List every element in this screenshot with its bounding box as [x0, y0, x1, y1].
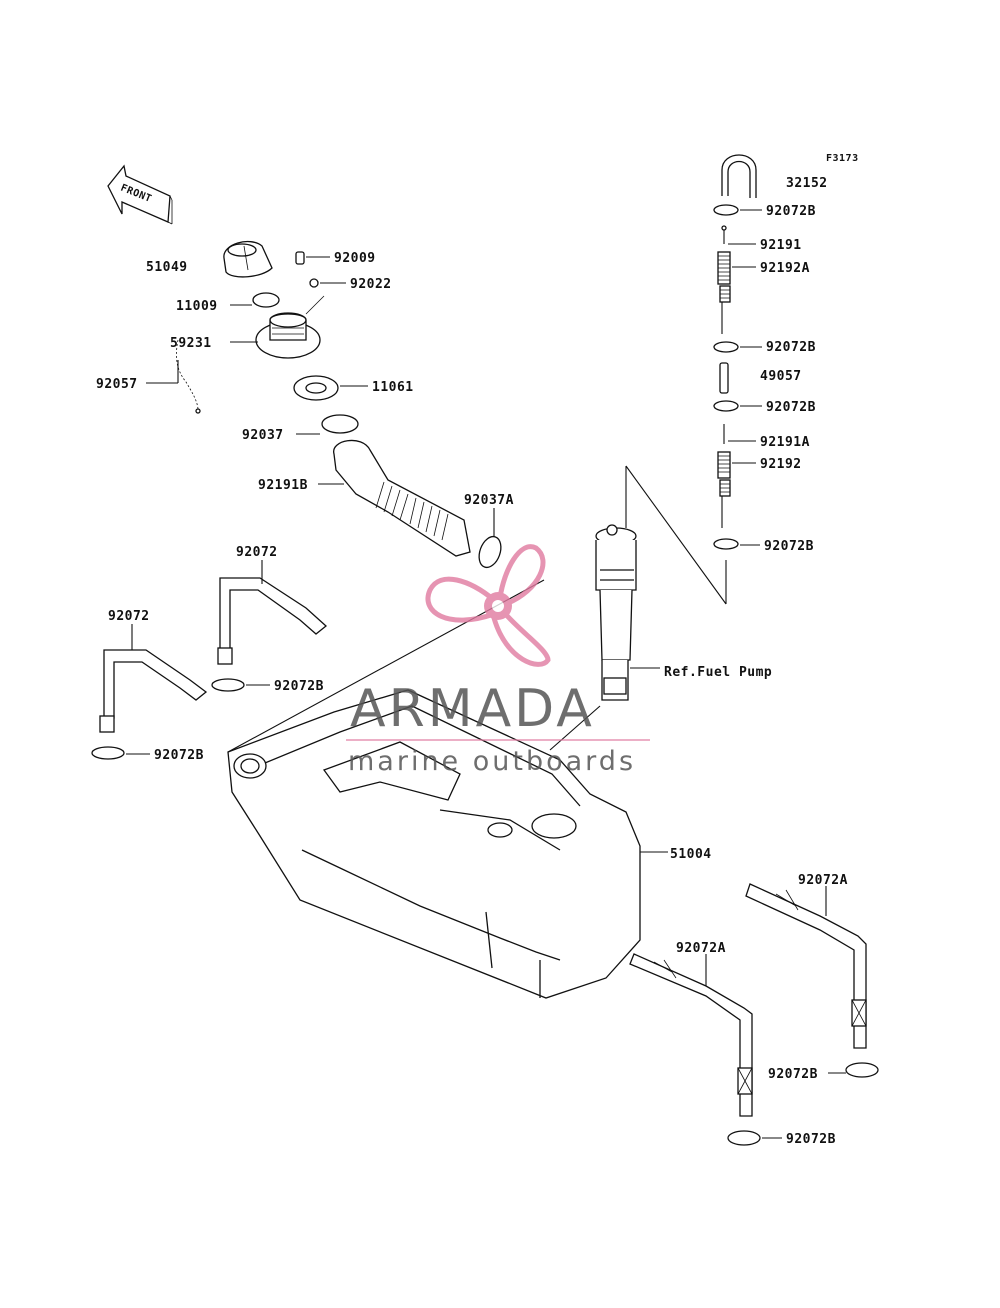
- part-label-92072b: 92072B: [766, 400, 816, 415]
- part-label-92192: 92192: [760, 457, 802, 472]
- left-straps: [91, 560, 328, 760]
- watermark-subtitle: marine outboards: [348, 746, 636, 777]
- part-label-59231: 59231: [170, 336, 212, 351]
- armada-watermark: ARMADA marine outboards: [346, 544, 650, 777]
- part-label-92191b: 92191B: [258, 478, 308, 493]
- part-label-92072b: 92072B: [766, 204, 816, 219]
- part-label-92072b: 92072B: [786, 1132, 836, 1147]
- armada-propeller-logo-icon: [425, 544, 551, 667]
- part-label-11009: 11009: [176, 299, 218, 314]
- part-labels: 32152 92072B 92191 92192A 92072B 49057 9…: [96, 176, 848, 1147]
- part-label-92072b: 92072B: [764, 539, 814, 554]
- fuel-tank: [227, 579, 668, 999]
- watermark-title: ARMADA: [350, 679, 595, 739]
- part-label-92191: 92191: [760, 238, 802, 253]
- part-label-49057: 49057: [760, 369, 802, 384]
- part-label-51004: 51004: [670, 847, 712, 862]
- part-label-32152: 32152: [786, 176, 828, 191]
- part-label-92037: 92037: [242, 428, 284, 443]
- part-label-92191a: 92191A: [760, 435, 810, 450]
- part-label-92072b: 92072B: [274, 679, 324, 694]
- filler-cap-assembly: [146, 241, 502, 569]
- part-label-92072: 92072: [108, 609, 150, 624]
- part-label-92072b: 92072B: [768, 1067, 818, 1082]
- part-label-92009: 92009: [334, 251, 376, 266]
- breather-hose-assembly: [625, 154, 757, 605]
- part-label-92072b: 92072B: [766, 340, 816, 355]
- fuel-pump-reference: [595, 524, 660, 701]
- figure-code: F3173: [826, 153, 859, 164]
- part-label-92072a: 92072A: [798, 873, 848, 888]
- right-straps: [629, 883, 879, 1146]
- ref-fuel-pump-label: Ref.Fuel Pump: [664, 665, 772, 680]
- part-label-92037a: 92037A: [464, 493, 514, 508]
- part-label-92072: 92072: [236, 545, 278, 560]
- part-label-92057: 92057: [96, 377, 138, 392]
- right-leaders: [728, 209, 762, 546]
- part-label-11061: 11061: [372, 380, 414, 395]
- part-label-92072a: 92072A: [676, 941, 726, 956]
- part-label-92192a: 92192A: [760, 261, 810, 276]
- front-arrow-icon: FRONT: [107, 164, 173, 225]
- part-label-92022: 92022: [350, 277, 392, 292]
- part-label-92072b: 92072B: [154, 748, 204, 763]
- part-label-51049: 51049: [146, 260, 188, 275]
